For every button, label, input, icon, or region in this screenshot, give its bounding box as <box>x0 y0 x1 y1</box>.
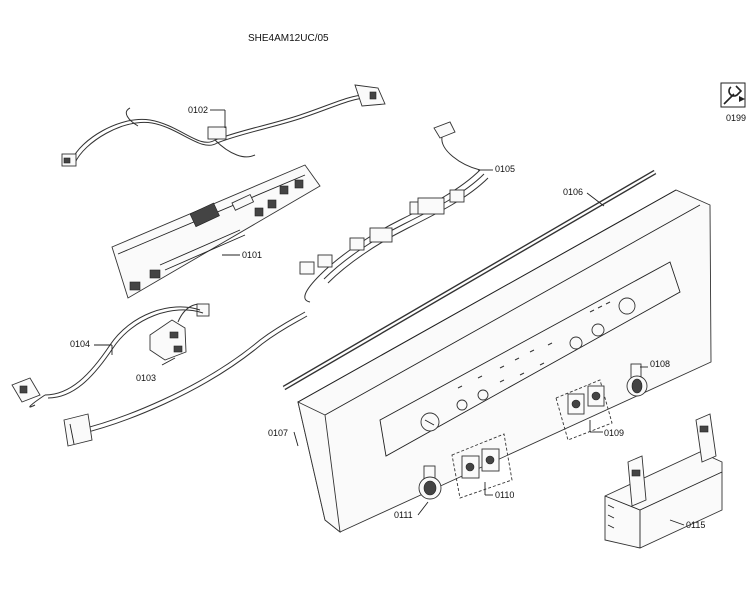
label-0110: 0110 <box>495 490 514 500</box>
part-0108-knob <box>626 363 648 397</box>
part-0101-control-board <box>111 164 321 299</box>
part-0104-harness <box>11 306 308 447</box>
wrench-icon <box>723 85 743 105</box>
part-0111-knob <box>418 465 442 500</box>
label-0108: 0108 <box>650 359 670 369</box>
label-0115: 0115 <box>686 520 705 530</box>
label-0109: 0109 <box>604 428 624 438</box>
model-number: SHE4AM12UC/05 <box>248 33 329 44</box>
part-0110-button-pair <box>451 433 513 499</box>
label-0102: 0102 <box>188 105 208 115</box>
service-kit-icon <box>720 82 746 108</box>
label-0105: 0105 <box>495 164 515 174</box>
part-0109-button-pair <box>555 379 613 441</box>
part-0103-switch <box>149 303 210 361</box>
part-0115-bracket <box>604 413 723 549</box>
part-0102-harness <box>61 84 386 167</box>
part-0106-seal-strip <box>282 169 657 391</box>
part-0107-front-panel <box>297 189 712 534</box>
part-0105-harness <box>299 121 489 303</box>
label-0104: 0104 <box>70 339 90 349</box>
label-0103: 0103 <box>136 373 156 383</box>
label-0199: 0199 <box>726 113 746 123</box>
label-0101: 0101 <box>242 250 262 260</box>
label-0106: 0106 <box>563 187 583 197</box>
label-0107: 0107 <box>268 428 288 438</box>
label-0111: 0111 <box>394 510 413 520</box>
